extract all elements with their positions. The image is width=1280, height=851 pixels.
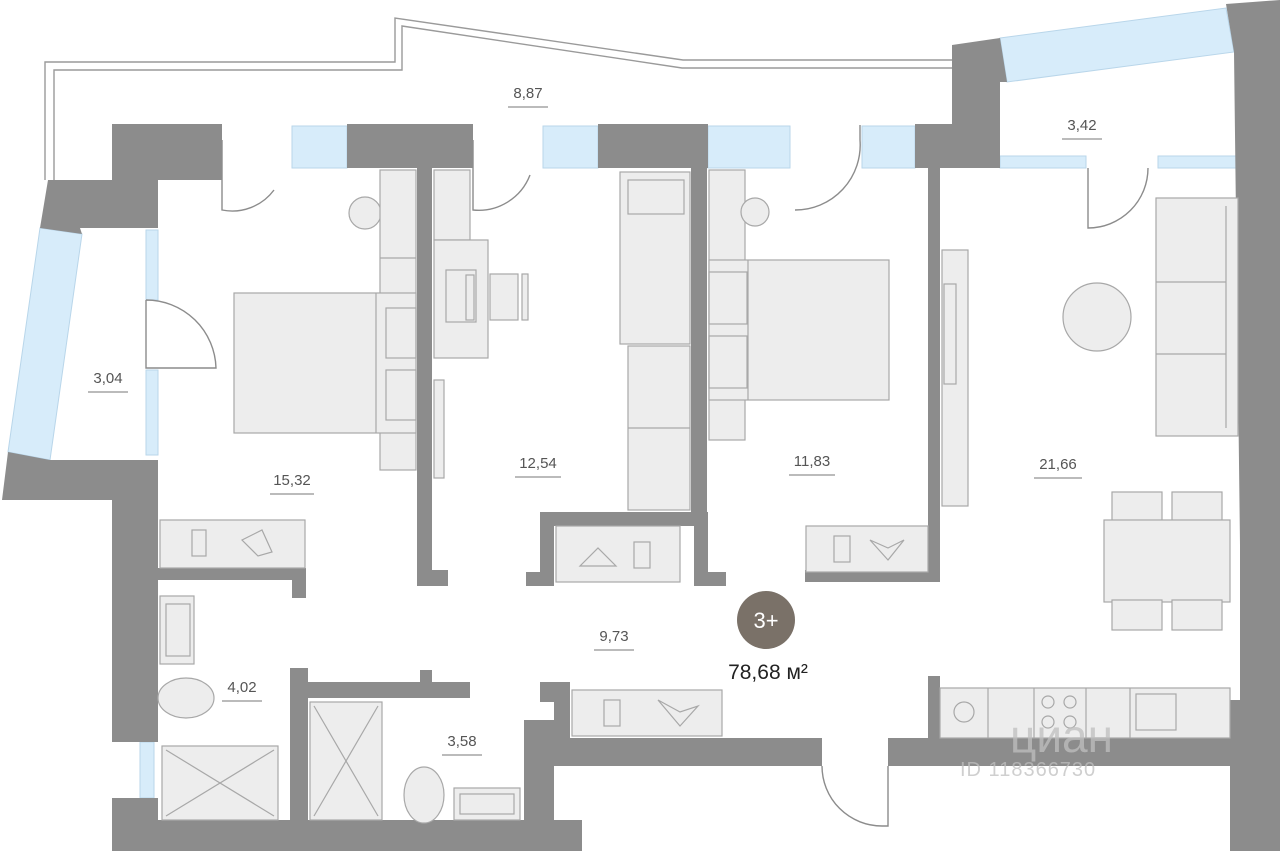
bedroom-right-furniture — [708, 169, 929, 573]
total-area: 78,68 м² — [728, 661, 808, 684]
bathroom-left-fixtures — [157, 595, 279, 821]
watermark: циан ID 118366730 — [960, 710, 1113, 781]
area-balcony-right: 3,42 — [1067, 117, 1096, 134]
area-hallway: 9,73 — [599, 628, 628, 645]
area-bedroom-left: 15,32 — [273, 472, 311, 489]
area-bedroom-middle: 12,54 — [519, 455, 557, 472]
area-bedroom-right: 11,83 — [794, 453, 830, 470]
area-loggia-left: 3,04 — [93, 370, 122, 387]
bathroom-middle-fixtures — [309, 701, 521, 824]
rooms-badge-text: 3+ — [753, 608, 778, 633]
balcony-railing — [44, 17, 952, 180]
windows — [7, 7, 1237, 799]
area-living-kitchen: 21,66 — [1039, 456, 1077, 473]
watermark-brand: циан — [1010, 710, 1113, 762]
doors — [145, 125, 1149, 827]
area-balcony-top: 8,87 — [513, 85, 542, 102]
rooms-badge: 3+ — [737, 591, 795, 649]
living-kitchen-furniture — [939, 197, 1239, 739]
area-labels: 8,87 3,04 15,32 12,54 11,83 3,42 21,66 9… — [88, 85, 1102, 756]
bedroom-left-furniture — [159, 169, 417, 569]
bedroom-middle-furniture — [433, 169, 691, 583]
area-bathroom-left: 4,02 — [227, 679, 256, 696]
watermark-id: ID 118366730 — [960, 759, 1096, 781]
hallway-furniture — [571, 689, 723, 737]
area-bathroom-middle: 3,58 — [447, 733, 476, 750]
